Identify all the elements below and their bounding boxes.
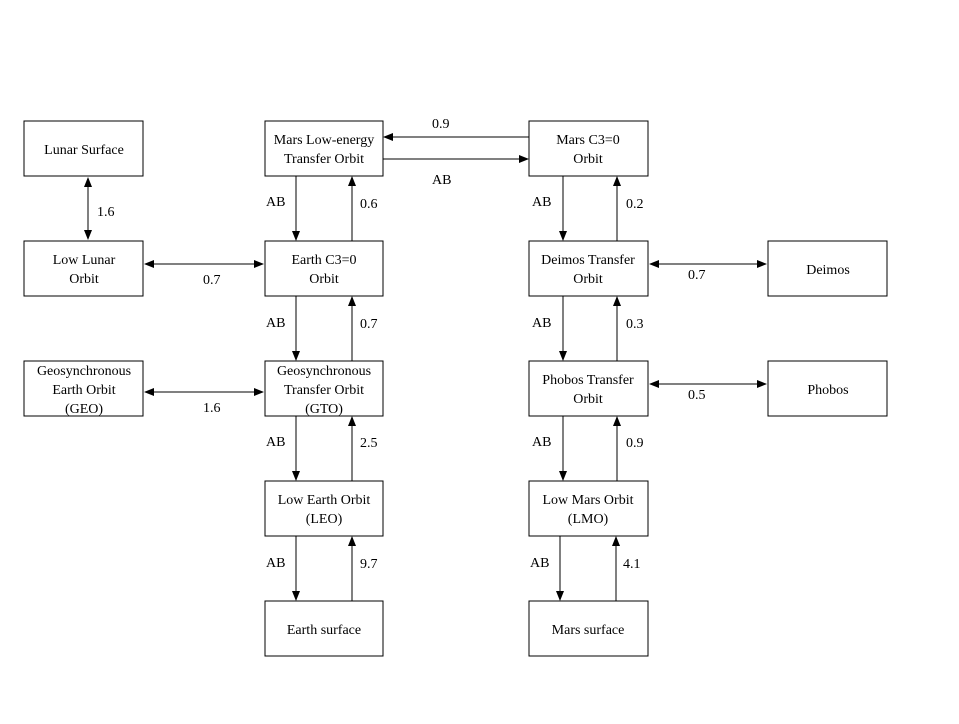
edge-label-gto-to-leo: AB: [266, 435, 285, 450]
svg-text:Phobos Transfer: Phobos Transfer: [542, 373, 634, 388]
node-gto: Geosynchronous Transfer Orbit (GTO): [264, 360, 384, 417]
edge-label-lmo-to-phobos-transfer: 0.9: [626, 436, 644, 451]
svg-text:Mars Low-energy: Mars Low-energy: [274, 133, 374, 148]
edge-label-lmo-to-mars-surface: AB: [530, 556, 549, 571]
node-mars-low-energy-transfer-orbit: Mars Low-energy Transfer Orbit: [264, 120, 384, 177]
edge-label-mars-lowenergy-to-mars-c3: AB: [432, 173, 451, 188]
edge-label-deimos-transfer-to-phobos-transfer: AB: [532, 316, 551, 331]
svg-text:Transfer Orbit: Transfer Orbit: [284, 383, 364, 398]
edge-label-mars-surface-to-lmo: 4.1: [623, 557, 641, 572]
svg-text:Phobos: Phobos: [807, 383, 848, 398]
svg-text:(GTO): (GTO): [305, 402, 343, 417]
svg-text:Low Lunar: Low Lunar: [53, 253, 116, 268]
node-geo: Geosynchronous Earth Orbit (GEO): [23, 360, 144, 417]
edge-label-leo-to-gto: 2.5: [360, 436, 378, 451]
edge-label-deimos-transfer-deimos: 0.7: [688, 268, 706, 283]
svg-text:Earth Orbit: Earth Orbit: [52, 383, 115, 398]
edge-label-phobos-transfer-to-deimos-transfer: 0.3: [626, 317, 644, 332]
svg-text:Low Mars Orbit: Low Mars Orbit: [543, 493, 634, 508]
edge-label-surface-to-leo: 9.7: [360, 557, 378, 572]
node-earth-c3-orbit: Earth C3=0 Orbit: [264, 240, 384, 297]
node-mars-c3-orbit: Mars C3=0 Orbit: [528, 120, 649, 177]
node-deimos: Deimos: [767, 240, 888, 297]
svg-text:Earth C3=0: Earth C3=0: [291, 253, 356, 268]
edge-label-phobos-transfer-phobos: 0.5: [688, 388, 706, 403]
svg-text:Deimos: Deimos: [806, 263, 850, 278]
edge-label-deimos-transfer-to-mars-c3: 0.2: [626, 197, 644, 212]
node-leo: Low Earth Orbit (LEO): [264, 480, 384, 537]
svg-text:Geosynchronous: Geosynchronous: [277, 364, 371, 379]
svg-text:Orbit: Orbit: [573, 392, 603, 407]
edge-label-earth-c3-to-mars-lowenergy: 0.6: [360, 197, 378, 212]
svg-text:Orbit: Orbit: [69, 272, 99, 287]
edge-label-mars-c3-to-deimos-transfer: AB: [532, 195, 551, 210]
svg-text:Deimos Transfer: Deimos Transfer: [541, 253, 635, 268]
svg-text:Mars C3=0: Mars C3=0: [556, 133, 620, 148]
node-mars-surface: Mars surface: [528, 600, 649, 657]
svg-text:(LEO): (LEO): [306, 512, 343, 527]
edge-label-leo-to-surface: AB: [266, 556, 285, 571]
edge-label-phobos-transfer-to-lmo: AB: [532, 435, 551, 450]
edge-label-llo-earth-c3: 0.7: [203, 273, 221, 288]
node-phobos: Phobos: [767, 360, 888, 417]
edge-label-mars-lowenergy-to-earth-c3: AB: [266, 195, 285, 210]
svg-text:(LMO): (LMO): [568, 512, 609, 527]
edge-label-geo-gto: 1.6: [203, 401, 221, 416]
node-deimos-transfer-orbit: Deimos Transfer Orbit: [528, 240, 649, 297]
edge-label-lunar-surface-llo: 1.6: [97, 205, 115, 220]
node-lmo: Low Mars Orbit (LMO): [528, 480, 649, 537]
node-earth-surface: Earth surface: [264, 600, 384, 657]
edge-label-mars-c3-to-mars-lowenergy: 0.9: [432, 117, 450, 132]
svg-text:Low Earth Orbit: Low Earth Orbit: [278, 493, 371, 508]
svg-text:Orbit: Orbit: [309, 272, 339, 287]
node-low-lunar-orbit: Low Lunar Orbit: [23, 240, 144, 297]
edge-label-gto-to-earth-c3: 0.7: [360, 317, 378, 332]
edge-label-earth-c3-to-gto: AB: [266, 316, 285, 331]
svg-text:Orbit: Orbit: [573, 152, 603, 167]
svg-text:Geosynchronous: Geosynchronous: [37, 364, 131, 379]
node-lunar-surface: Lunar Surface: [23, 120, 144, 177]
svg-text:Mars surface: Mars surface: [552, 623, 625, 638]
node-phobos-transfer-orbit: Phobos Transfer Orbit: [528, 360, 649, 417]
svg-text:Lunar Surface: Lunar Surface: [44, 143, 124, 158]
svg-text:Transfer Orbit: Transfer Orbit: [284, 152, 364, 167]
svg-text:(GEO): (GEO): [65, 402, 103, 417]
svg-text:Orbit: Orbit: [573, 272, 603, 287]
svg-text:Earth surface: Earth surface: [287, 623, 361, 638]
